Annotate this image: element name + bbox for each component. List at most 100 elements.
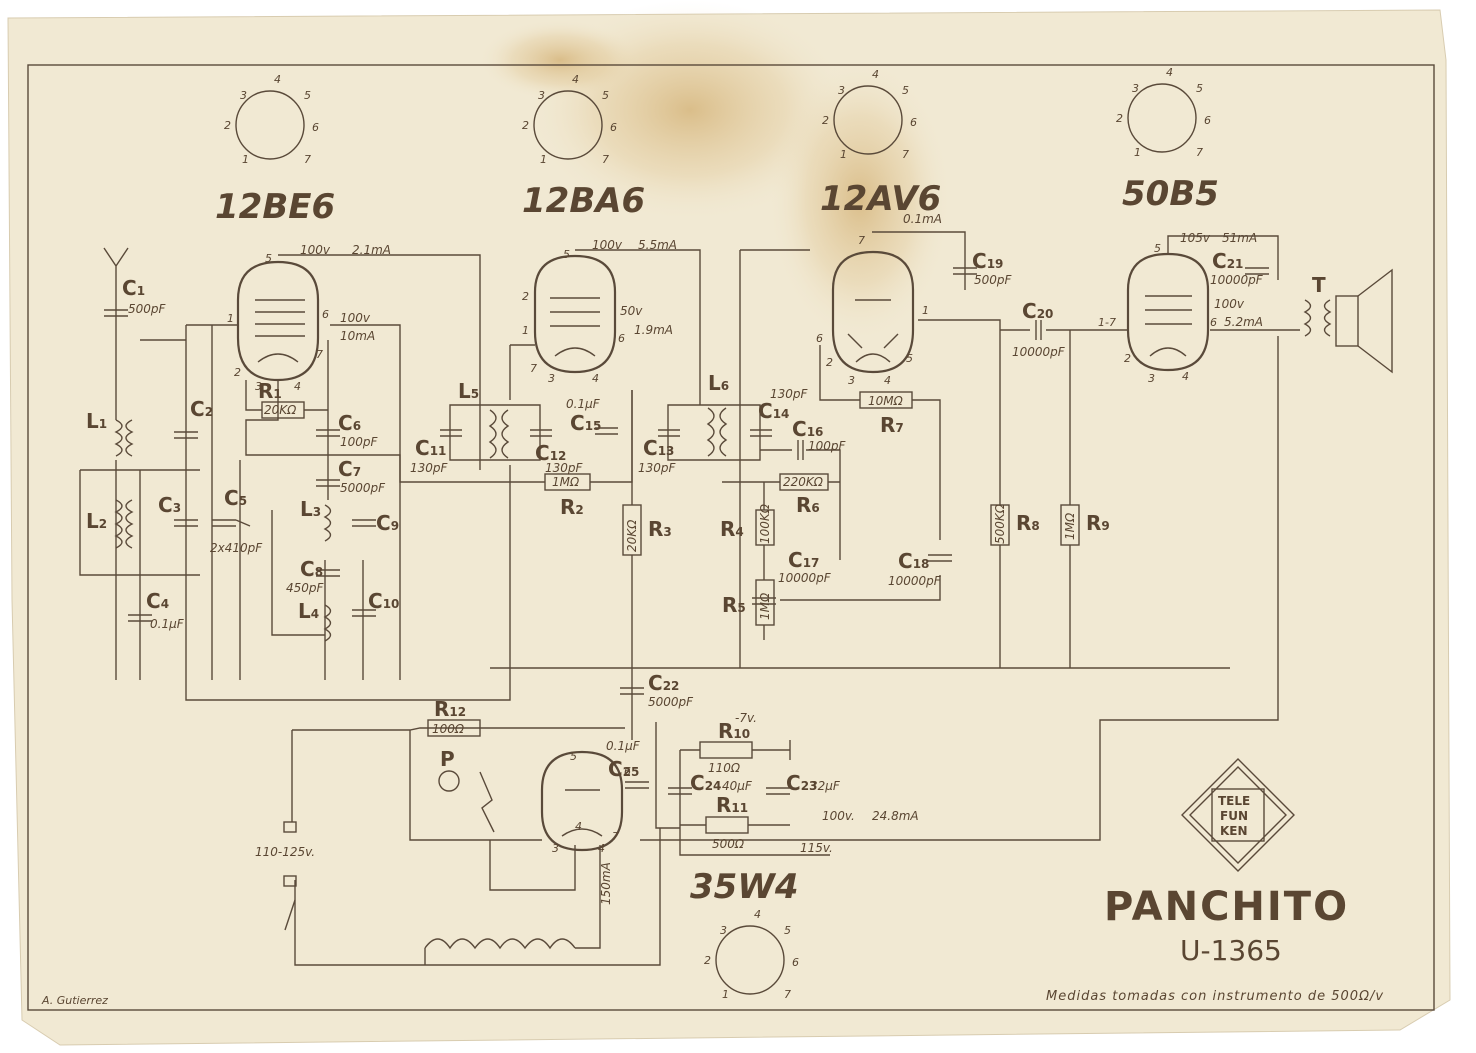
tube-pin: 1 <box>227 312 234 325</box>
value-c25: 0.1μF <box>606 739 641 753</box>
tube-label-12av6: 12AV6 <box>820 179 941 219</box>
tube-pin: 5 <box>265 252 272 265</box>
tube-pin: 6 <box>624 765 631 778</box>
socket-pin: 5 <box>1196 82 1203 95</box>
stain <box>480 20 640 100</box>
socket-pin: 1 <box>242 153 249 166</box>
value-c4: 0.1μF <box>150 617 185 631</box>
value-c23: 32μF <box>810 779 841 793</box>
socket-pin: 4 <box>754 908 761 921</box>
value-r7: 10MΩ <box>868 394 904 408</box>
value-c18: 10000pF <box>888 574 942 588</box>
tube-pin: 1 <box>522 324 529 337</box>
tube-pin: 5 <box>906 352 913 365</box>
value-c5: 2x410pF <box>210 541 263 555</box>
rating: 5.5mA <box>638 238 677 252</box>
tube-pin: 6 <box>618 332 625 345</box>
logo-text: KEN <box>1220 824 1248 838</box>
socket-pin: 6 <box>610 121 617 134</box>
value-c22: 5000pF <box>648 695 694 709</box>
rating: 100v <box>340 311 371 325</box>
value-r4: 100KΩ <box>758 503 772 544</box>
rating: 5.2mA <box>1224 315 1263 329</box>
supply-voltage: 100v. <box>822 809 855 823</box>
value-r5: 1MΩ <box>758 592 772 620</box>
socket-pin: 2 <box>704 954 711 967</box>
socket-pin: 5 <box>902 84 909 97</box>
supply-voltage: -7v. <box>735 711 757 725</box>
socket-pin: 1 <box>722 988 729 1001</box>
value-c21: 10000pF <box>1210 273 1264 287</box>
value-c14: 130pF <box>770 387 809 401</box>
logo-text: FUN <box>1220 809 1248 823</box>
tube-pin: 2 <box>234 366 241 379</box>
tube-pin: 4 <box>598 842 605 855</box>
tube-label-12be6: 12BE6 <box>215 187 335 227</box>
socket-50b5: 3 4 5 2 6 1 7 <box>1116 66 1211 159</box>
socket-pin: 2 <box>224 119 231 132</box>
label-p: P <box>440 747 455 771</box>
tube-pin: 4 <box>575 820 582 833</box>
tube-pin: 6 <box>816 332 823 345</box>
tube-12be6: 5 1 6 7 2 3 4 <box>227 252 329 393</box>
stain <box>770 60 950 340</box>
socket-pin: 4 <box>572 73 579 86</box>
value-c12: 130pF <box>545 461 584 475</box>
tube-pin: 5 <box>570 750 577 763</box>
socket-pin: 3 <box>720 924 727 937</box>
rating: 0.1mA <box>903 212 942 226</box>
value-r8: 500KΩ <box>993 503 1007 544</box>
socket-pin: 5 <box>784 924 791 937</box>
tube-pin: 3 <box>255 380 262 393</box>
socket-12ba6: 3 4 5 2 6 1 7 <box>522 73 617 166</box>
socket-12be6: 3 4 5 2 6 1 7 <box>224 73 319 166</box>
rating: 105v <box>1180 231 1211 245</box>
rating: 100v <box>592 238 623 252</box>
logo-text: TELE <box>1218 794 1250 808</box>
tube-pin: 4 <box>592 372 599 385</box>
value-r6: 220KΩ <box>783 475 824 489</box>
value-c19: 500pF <box>974 273 1013 287</box>
tube-label-35w4: 35W4 <box>690 867 798 907</box>
value-c24: 40μF <box>722 779 753 793</box>
tube-pin: 3 <box>1148 372 1155 385</box>
tube-pin: 3 <box>548 372 555 385</box>
value-r2: 1MΩ <box>552 475 580 489</box>
wiring <box>79 231 1393 966</box>
label-t: T <box>1312 273 1326 297</box>
rating: 1.9mA <box>634 323 673 337</box>
tube-35w4: 5 6 4 3 4 7 <box>540 750 631 855</box>
rating: 100v <box>300 243 331 257</box>
value-c7: 5000pF <box>340 481 386 495</box>
component-labels: C1 500pF C2 C3 C4 0.1μF C5 2x410pF C6 10… <box>86 249 1326 859</box>
value-r9: 1MΩ <box>1063 512 1077 540</box>
tube-pin: 7 <box>612 830 619 843</box>
tube-50b5: 5 1-7 6 2 3 4 <box>1098 242 1217 385</box>
tube-pin: 5 <box>563 248 570 261</box>
value-c20: 10000pF <box>1012 345 1066 359</box>
socket-pin: 2 <box>822 114 829 127</box>
socket-35w4: 3 4 5 2 6 1 7 <box>704 908 799 1001</box>
tube-pin: 2 <box>1124 352 1131 365</box>
socket-pin: 5 <box>304 89 311 102</box>
model-code: U-1365 <box>1180 934 1282 967</box>
socket-pin: 6 <box>910 116 917 129</box>
tube-pin: 3 <box>552 842 559 855</box>
socket-pin: 7 <box>902 148 909 161</box>
socket-pin: 1 <box>540 153 547 166</box>
tube-pin: 7 <box>858 234 865 247</box>
tube-pin: 7 <box>316 348 323 361</box>
tube-12ba6: 5 2 1 6 7 3 4 <box>522 248 625 385</box>
tube-pin: 6 <box>322 308 329 321</box>
value-c13: 130pF <box>638 461 677 475</box>
socket-pin: 6 <box>312 121 319 134</box>
tube-pin: 7 <box>530 362 537 375</box>
tube-pin: 3 <box>848 374 855 387</box>
tube-pin: 2 <box>826 356 833 369</box>
model-name: PANCHITO <box>1104 884 1349 930</box>
tube-pin: 6 <box>1210 316 1217 329</box>
tube-pin: 4 <box>884 374 891 387</box>
socket-pin: 7 <box>1196 146 1203 159</box>
